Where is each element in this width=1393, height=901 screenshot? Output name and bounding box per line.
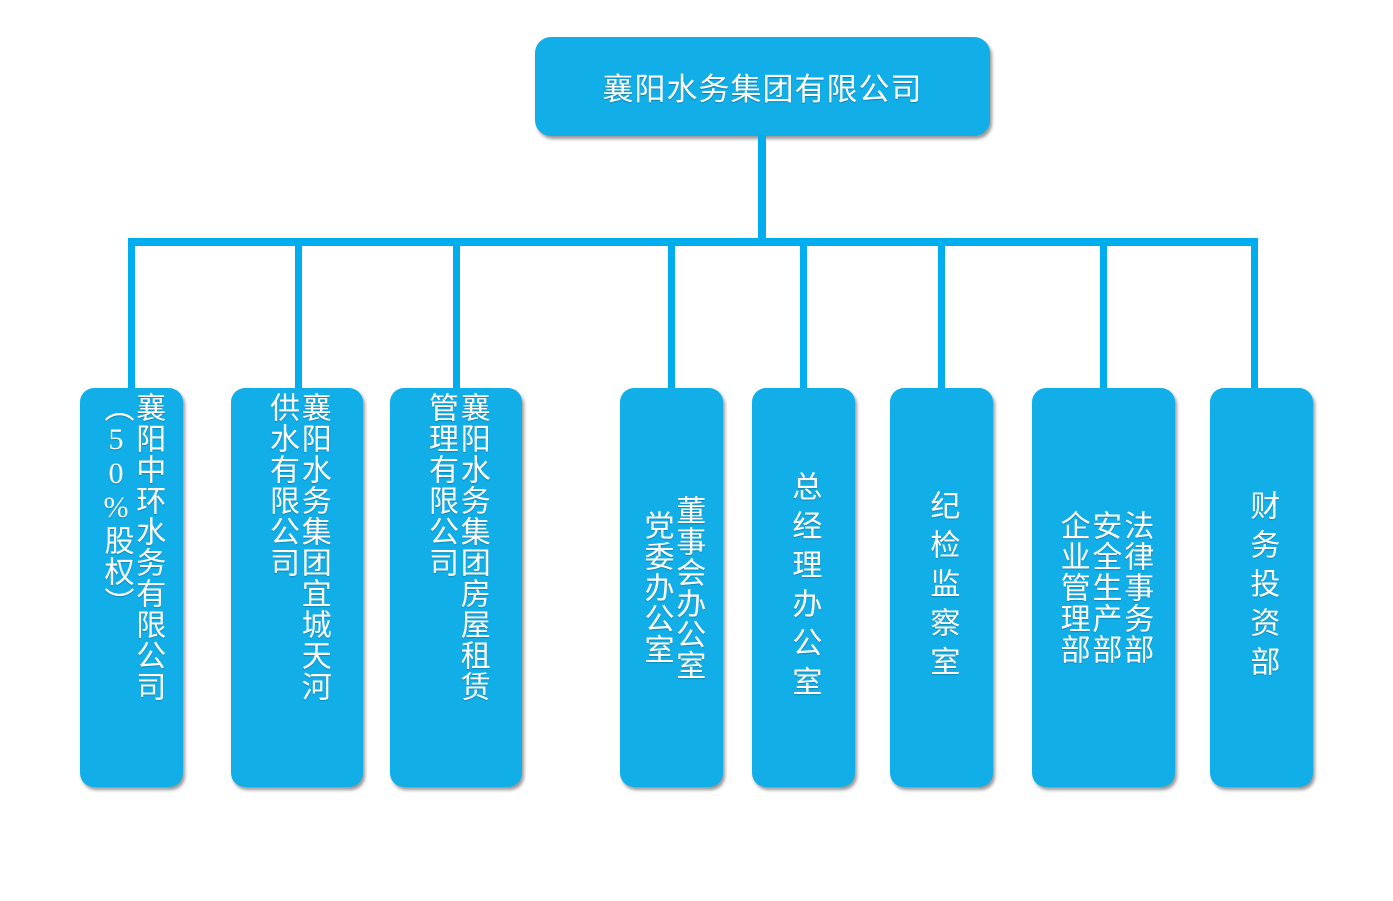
connector-horizontal-bus bbox=[128, 238, 1258, 246]
org-node-child-3-column-2: 管理有限公司 bbox=[424, 392, 457, 578]
connector-drop-8 bbox=[1251, 238, 1258, 388]
org-node-child-1-text: 襄阳中环水务有限公司 （50%股权） bbox=[80, 388, 183, 787]
org-node-child-3[interactable]: 襄阳水务集团房屋租赁 管理有限公司 bbox=[390, 388, 522, 787]
org-node-child-4-text: 董事会办公室 党委办公室 bbox=[620, 388, 723, 787]
org-node-child-7-column-2: 安全生产部 bbox=[1087, 510, 1121, 665]
org-node-child-8-column-1: 财务投资部 bbox=[1245, 490, 1279, 685]
org-node-child-7-column-3: 企业管理部 bbox=[1055, 510, 1089, 665]
org-node-child-1[interactable]: 襄阳中环水务有限公司 （50%股权） bbox=[80, 388, 183, 787]
connector-drop-6 bbox=[938, 238, 945, 388]
connector-drop-4 bbox=[668, 238, 675, 388]
connector-root-stem bbox=[758, 135, 766, 240]
org-node-child-3-text: 襄阳水务集团房屋租赁 管理有限公司 bbox=[390, 388, 522, 787]
org-node-child-6-column-1: 纪检监察室 bbox=[925, 490, 959, 685]
org-node-child-1-column-1: 襄阳中环水务有限公司 bbox=[131, 392, 165, 702]
connector-drop-2 bbox=[295, 238, 302, 388]
org-node-child-5[interactable]: 总经理办公室 bbox=[752, 388, 855, 787]
org-node-child-2-column-2: 供水有限公司 bbox=[265, 392, 298, 578]
org-node-child-7[interactable]: 法律事务部 安全生产部 企业管理部 bbox=[1032, 388, 1175, 787]
org-node-child-2-column-1: 襄阳水务集团宜城天河 bbox=[296, 392, 330, 702]
org-node-root-label: 襄阳水务集团有限公司 bbox=[602, 72, 923, 107]
org-node-child-3-column-1: 襄阳水务集团房屋租赁 bbox=[455, 392, 489, 702]
org-node-root[interactable]: 襄阳水务集团有限公司 bbox=[535, 37, 990, 136]
org-node-child-8[interactable]: 财务投资部 bbox=[1210, 388, 1313, 787]
org-node-child-5-text: 总经理办公室 bbox=[752, 388, 855, 787]
org-node-child-2[interactable]: 襄阳水务集团宜城天河 供水有限公司 bbox=[231, 388, 363, 787]
org-node-child-4-column-2: 党委办公室 bbox=[639, 510, 673, 665]
connector-drop-1 bbox=[128, 238, 135, 388]
org-node-child-7-text: 法律事务部 安全生产部 企业管理部 bbox=[1032, 388, 1175, 787]
org-node-child-7-column-1: 法律事务部 bbox=[1119, 510, 1153, 665]
org-node-child-2-text: 襄阳水务集团宜城天河 供水有限公司 bbox=[231, 388, 363, 787]
org-node-child-4[interactable]: 董事会办公室 党委办公室 bbox=[620, 388, 723, 787]
connector-drop-3 bbox=[453, 238, 460, 388]
org-node-child-6[interactable]: 纪检监察室 bbox=[890, 388, 993, 787]
org-node-child-8-text: 财务投资部 bbox=[1210, 388, 1313, 787]
org-node-child-4-column-1: 董事会办公室 bbox=[671, 494, 705, 681]
org-node-child-6-text: 纪检监察室 bbox=[890, 388, 993, 787]
org-node-child-1-column-2: （50%股权） bbox=[99, 392, 133, 618]
org-node-child-5-column-1: 总经理办公室 bbox=[787, 470, 821, 705]
connector-drop-7 bbox=[1100, 238, 1107, 388]
connector-drop-5 bbox=[800, 238, 807, 388]
